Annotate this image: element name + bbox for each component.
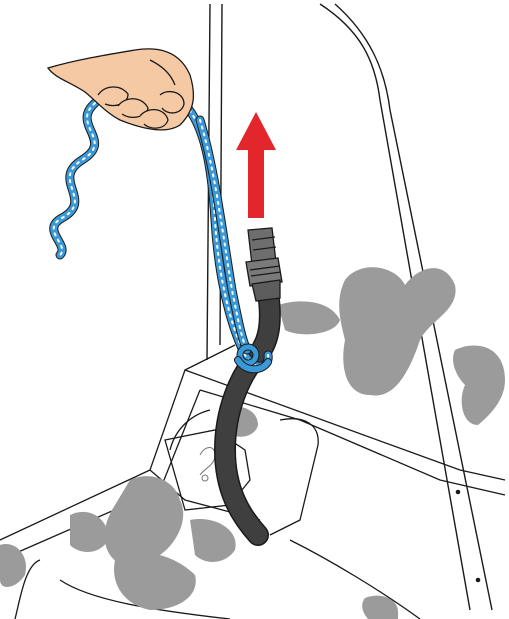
cable-connector-icon bbox=[246, 228, 282, 301]
rope-icon bbox=[54, 100, 268, 369]
shadow-bottom-center bbox=[190, 519, 236, 562]
shadow-lower-left-2 bbox=[70, 512, 108, 552]
shadow-bottom bbox=[114, 553, 196, 610]
bracket-detail bbox=[200, 448, 215, 482]
up-arrow-icon bbox=[236, 112, 276, 218]
shadow-right-edge bbox=[453, 345, 505, 425]
base-structure bbox=[0, 345, 505, 619]
shadow-lower-left bbox=[105, 476, 184, 566]
shadow-upper-right bbox=[339, 267, 455, 395]
shadow-blobs bbox=[0, 267, 505, 619]
hand-icon bbox=[48, 49, 193, 130]
shadow-mid bbox=[278, 301, 340, 334]
